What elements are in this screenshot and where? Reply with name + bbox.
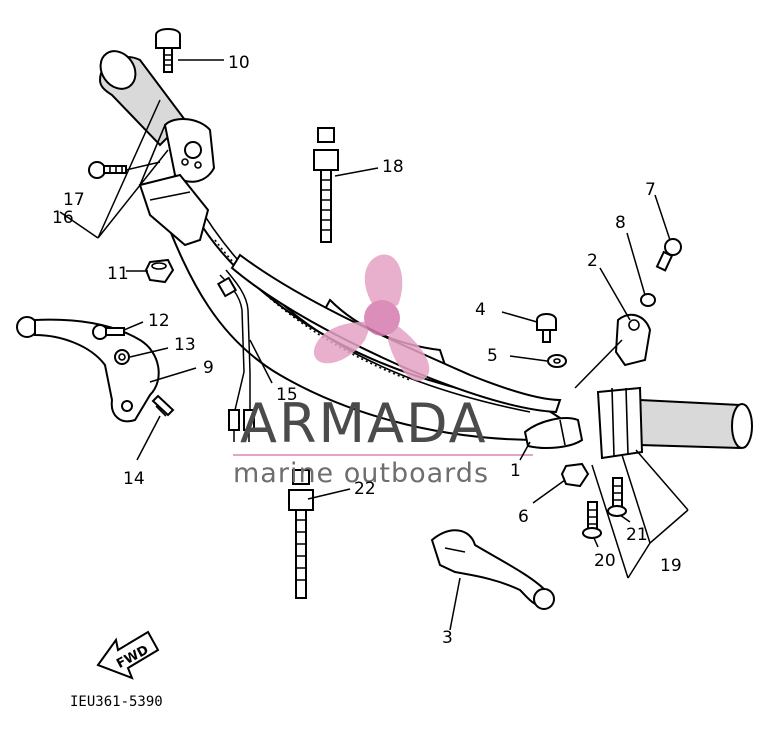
callout-14: 14 bbox=[123, 469, 145, 489]
part-12-bolt bbox=[92, 324, 125, 340]
callout-7: 7 bbox=[645, 180, 656, 200]
callout-5: 5 bbox=[487, 346, 498, 366]
part-13-nut bbox=[114, 349, 130, 365]
callout-22: 22 bbox=[354, 479, 376, 499]
part-2-clamp bbox=[614, 313, 652, 367]
callout-2: 2 bbox=[587, 251, 598, 271]
part-7-bolt bbox=[655, 238, 682, 272]
watermark-brand: ARMADA bbox=[240, 392, 488, 455]
fwd-arrow-icon: FWD bbox=[96, 630, 160, 680]
left-grip bbox=[98, 50, 187, 147]
part-5-washer bbox=[547, 354, 567, 368]
part-14-screw bbox=[151, 394, 175, 417]
callout-18: 18 bbox=[382, 157, 404, 177]
part-4-bolt bbox=[536, 313, 557, 343]
callout-10: 10 bbox=[228, 53, 250, 73]
callout-19: 19 bbox=[660, 556, 682, 576]
part-8-washer bbox=[640, 293, 656, 307]
callout-16: 16 bbox=[52, 208, 74, 228]
callout-15: 15 bbox=[276, 385, 298, 405]
part-10-bolt bbox=[155, 28, 181, 73]
callout-8: 8 bbox=[615, 213, 626, 233]
callout-21: 21 bbox=[626, 525, 648, 545]
callout-11: 11 bbox=[107, 264, 129, 284]
part-1-lever-holder bbox=[523, 417, 584, 449]
part-3-lever bbox=[430, 529, 555, 610]
watermark-propeller-logo bbox=[313, 254, 430, 381]
diagram-code: IEU361-5390 bbox=[70, 694, 163, 710]
watermark-tagline: marine outboards bbox=[233, 458, 489, 489]
part-17-screw bbox=[88, 161, 127, 179]
part-11-nut bbox=[144, 258, 175, 284]
callout-4: 4 bbox=[475, 300, 486, 320]
part-18-cable-tie bbox=[313, 127, 339, 243]
callout-labels: 1 2 3 4 5 6 7 8 9 10 11 12 13 14 15 16 1… bbox=[52, 53, 682, 648]
leader-lines bbox=[59, 59, 689, 631]
callout-6: 6 bbox=[518, 507, 529, 527]
callout-1: 1 bbox=[510, 461, 521, 481]
part-22-cable-tie bbox=[288, 469, 314, 599]
left-switch-assembly bbox=[138, 118, 216, 247]
callout-13: 13 bbox=[174, 335, 196, 355]
right-grip bbox=[596, 386, 753, 460]
callout-3: 3 bbox=[442, 628, 453, 648]
callout-12: 12 bbox=[148, 311, 170, 331]
part-20-screw bbox=[582, 501, 602, 539]
part-15-wire-lead bbox=[216, 269, 255, 442]
callout-9: 9 bbox=[203, 358, 214, 378]
part-21-screw bbox=[607, 477, 627, 517]
part-6-nut bbox=[560, 462, 590, 488]
callout-20: 20 bbox=[594, 551, 616, 571]
left-lever bbox=[16, 316, 160, 423]
callout-17: 17 bbox=[63, 190, 85, 210]
